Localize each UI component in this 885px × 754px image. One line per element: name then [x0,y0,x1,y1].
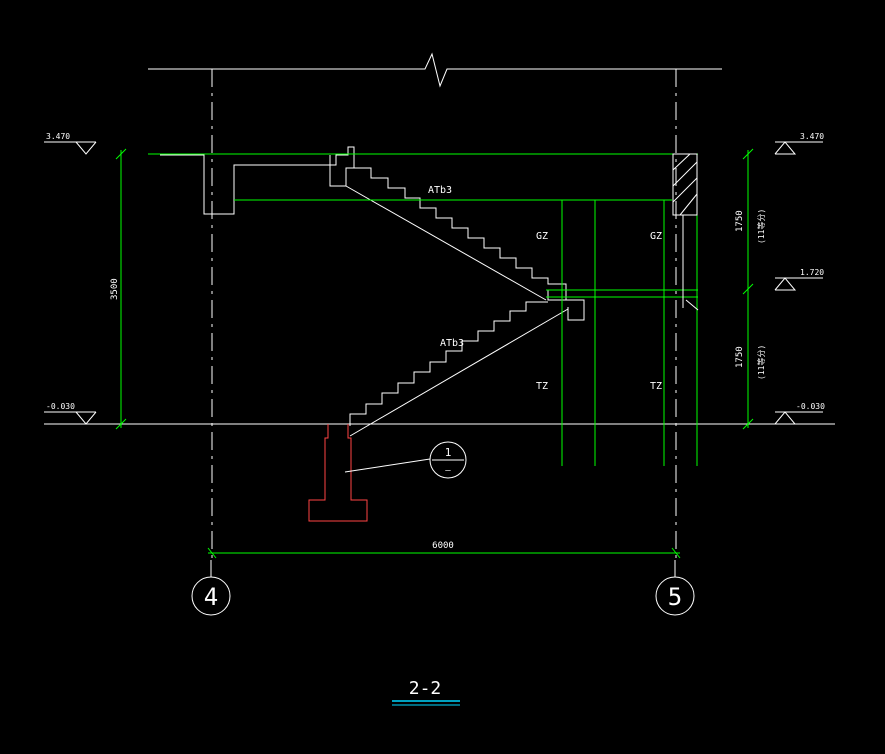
elev-bottom: -0.030 [46,402,75,411]
lower-flight-steps [349,301,548,426]
dim-ext-right [671,547,681,559]
detail-sheet: — [445,466,451,476]
elev-marker-bottom-left [44,411,97,425]
col-tz-left: TZ [536,381,548,392]
dim-tick [742,283,754,295]
upper-flight-steps [354,167,567,290]
hatch-line [672,177,698,203]
stair-upper-label: ATb3 [428,185,452,196]
dim-upper-note: (11等分) [756,209,766,244]
dim-ext-left [207,547,217,559]
break-line [148,52,722,88]
axis-label-5: 5 [668,583,682,611]
lower-flight-soffit [349,308,569,437]
axis-bubble-5[interactable] [655,576,695,616]
elev-marker-bottom-right [774,411,823,425]
dim-tick [115,148,127,160]
dim-upper: 1750 [735,210,745,232]
foundation-leader [344,458,431,473]
axis-bubble-4[interactable] [191,576,231,616]
col-white-line-2 [685,299,699,311]
dim-total-height: 3500 [110,278,120,300]
elev-top: 3.470 [46,132,70,141]
dim-tick [115,418,127,430]
axis-label-4: 4 [204,583,218,611]
wall-hatch [672,153,698,216]
detail-callout[interactable] [429,441,467,479]
dim-tick [742,148,754,160]
elev-marker-mid-right [774,277,823,291]
col-tz-right: TZ [650,381,662,392]
stair-lower-label: ATb3 [440,338,464,349]
elev-marker-top-right [774,141,823,155]
col-gz-right: GZ [650,231,662,242]
elev-marker-top-left [44,141,97,155]
elev-mid: 1.720 [800,268,824,277]
dim-lower: 1750 [735,346,745,368]
mid-landing-beam [566,299,585,321]
elev-top-right: 3.470 [800,132,824,141]
hatch-line [672,153,691,171]
upper-slab-outline [160,146,355,215]
mid-landing [546,289,567,301]
hatch-line [672,161,698,187]
elev-bottom-right: -0.030 [796,402,825,411]
foundation-outline [308,424,368,522]
col-gz-left: GZ [536,231,548,242]
section-title: 2-2 [409,678,442,699]
detail-number: 1 [445,446,452,459]
hatch-line [679,193,698,216]
upper-flight-soffit [345,185,547,301]
dim-tick [742,418,754,430]
dim-lower-note: (11等分) [756,345,766,380]
dim-span: 6000 [432,541,454,551]
